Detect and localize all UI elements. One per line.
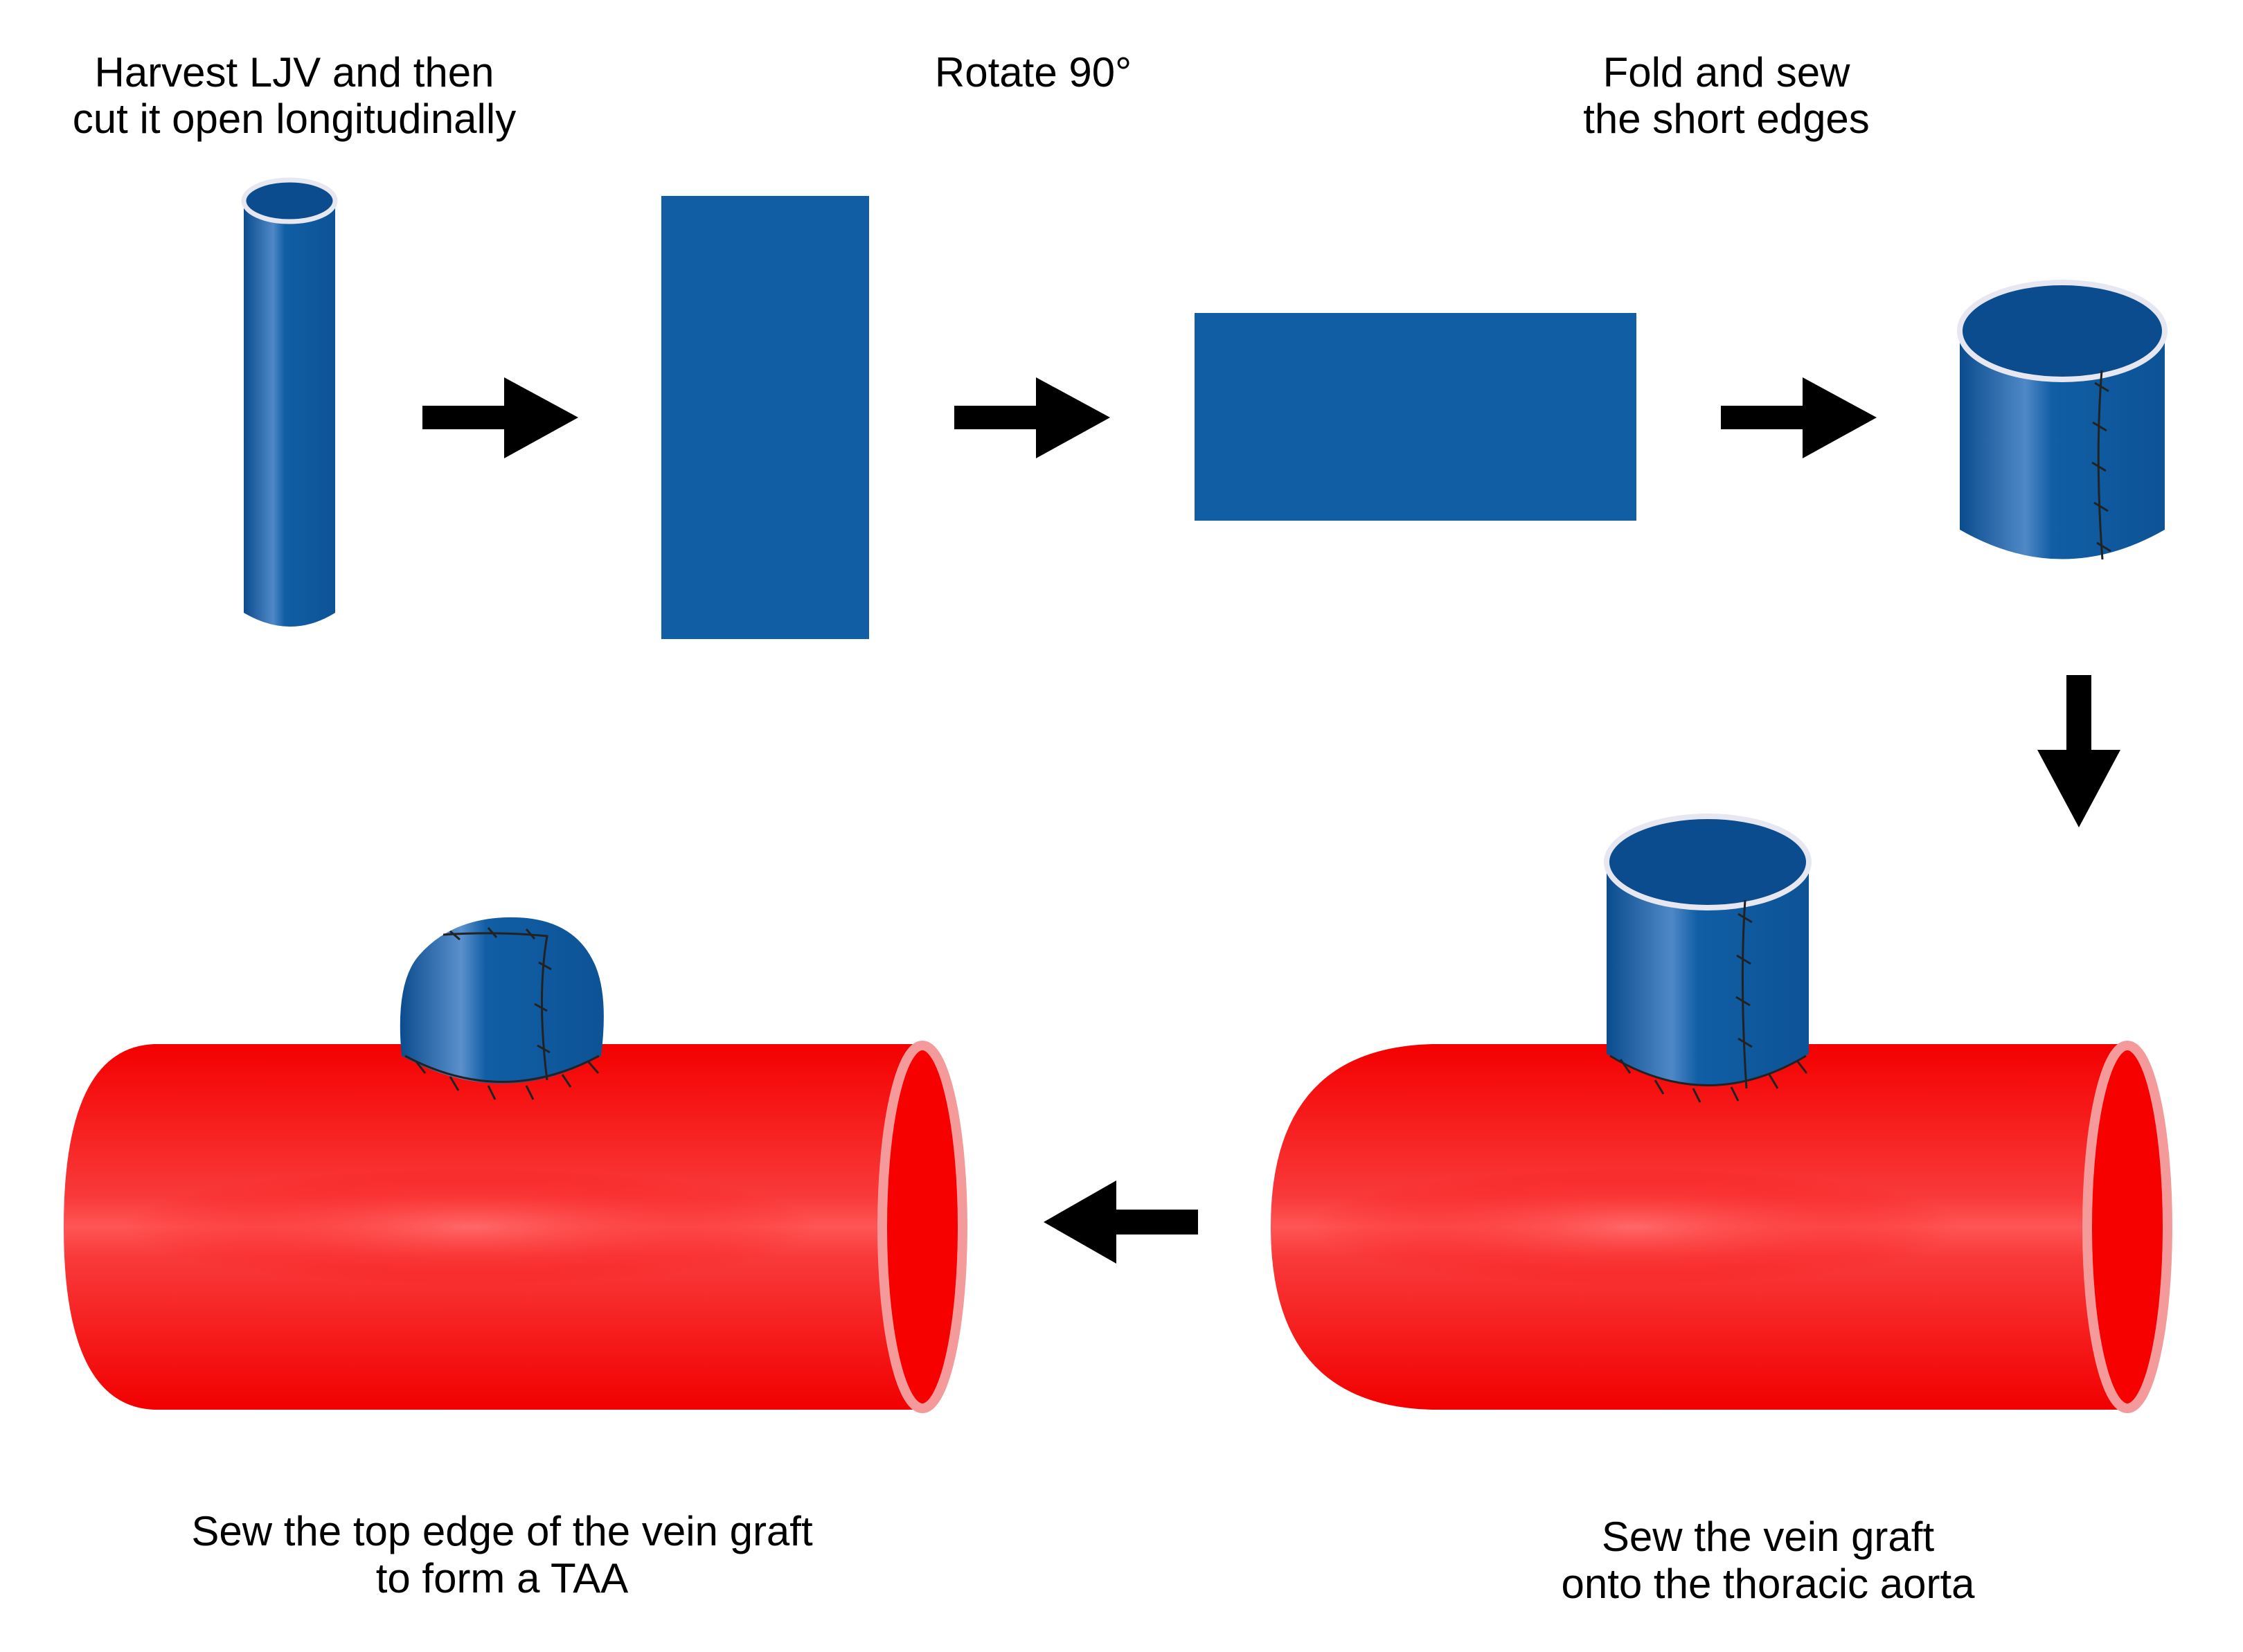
- arrow-down: [2037, 675, 2120, 827]
- taa-dome: [400, 917, 604, 1100]
- aorta-left: [64, 1041, 967, 1413]
- label-harvest-line1: Harvest LJV and then: [94, 49, 494, 96]
- vein-sheet-horizontal: [1195, 313, 1636, 521]
- label-fold-line1: Fold and sew: [1603, 49, 1851, 96]
- label-harvest-line2: cut it open longitudinally: [73, 96, 516, 142]
- arrow-right-2: [954, 377, 1110, 458]
- label-sew-onto-line1: Sew the vein graft: [1602, 1514, 1935, 1560]
- arrow-left: [1044, 1180, 1198, 1264]
- vein-cylinder: [1957, 280, 2168, 560]
- suture-line: [2091, 370, 2111, 560]
- label-sew-top-line1: Sew the top edge of the vein graft: [191, 1508, 813, 1554]
- vein-graft-cylinder: [1604, 814, 1812, 1103]
- suture-line: [404, 927, 600, 1100]
- aorta-right: [1271, 1041, 2172, 1413]
- suture-line: [1609, 899, 1808, 1103]
- arrow-right-1: [422, 377, 578, 458]
- label-rotate: Rotate 90°: [935, 49, 1132, 96]
- label-sew-onto-line2: onto the thoracic aorta: [1561, 1561, 1975, 1607]
- arrow-right-3: [1721, 377, 1877, 458]
- aorta-with-graft: [1271, 814, 2172, 1413]
- aorta-with-taa: [64, 917, 967, 1413]
- label-sew-top-line2: to form a TAA: [376, 1555, 629, 1601]
- vein-sheet-vertical: [661, 196, 869, 639]
- label-fold-line2: the short edges: [1583, 96, 1870, 142]
- vein-tube: [241, 177, 338, 627]
